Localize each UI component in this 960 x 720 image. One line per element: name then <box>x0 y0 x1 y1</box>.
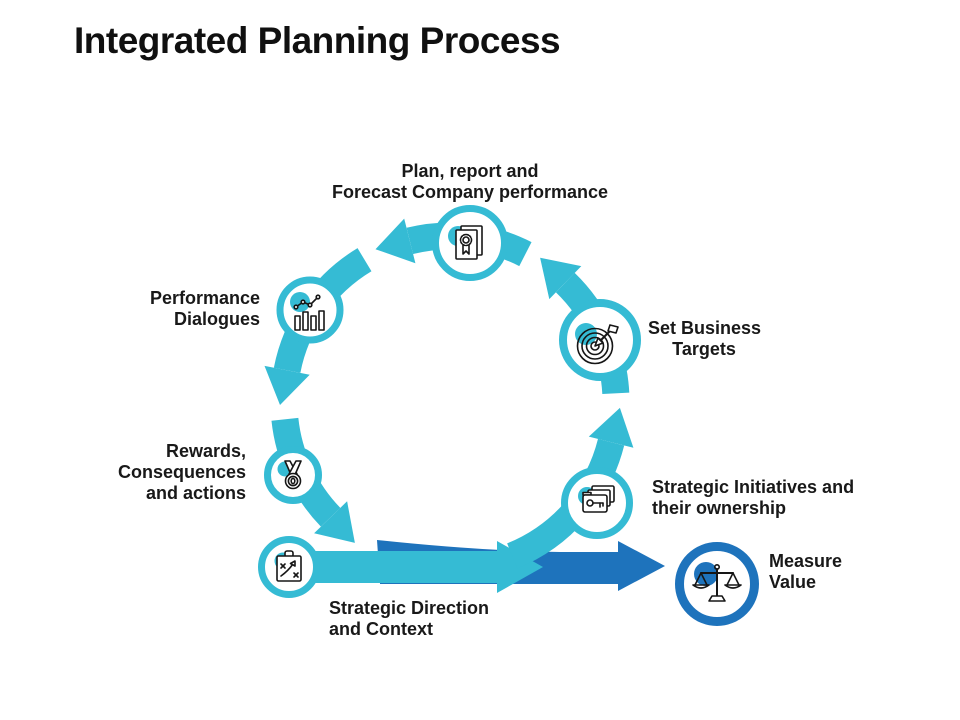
label-line: Value <box>769 572 817 592</box>
label-line: Set Business <box>648 318 762 338</box>
label-rewards-consequences: Rewards, Consequences and actions <box>66 441 246 504</box>
cycle-arrowhead <box>375 218 416 264</box>
label-line: their ownership <box>652 498 787 518</box>
folders-key-icon <box>582 485 615 513</box>
label-line: Measure <box>769 551 843 571</box>
label-line: Strategic Initiatives and <box>652 477 855 497</box>
label-plan-report-forecast: Plan, report and Forecast Company perfor… <box>310 161 630 203</box>
strategy-board-icon <box>276 550 302 582</box>
certificate-document-icon <box>455 225 483 260</box>
label-measure-value: Measure Value <box>769 551 842 593</box>
balance-scale-icon <box>692 563 742 602</box>
label-set-business-targets: Set Business Targets <box>648 318 762 360</box>
label-line: Performance <box>149 288 260 308</box>
cycle-arrowhead <box>540 257 582 300</box>
label-strategic-direction: Strategic Direction and Context <box>329 598 489 640</box>
node-circle-performance <box>276 276 344 344</box>
medal-icon <box>284 460 302 490</box>
label-performance-dialogues: Performance Dialogues <box>100 288 260 330</box>
label-line: Forecast Company performance <box>331 182 609 202</box>
label-strategic-initiatives: Strategic Initiatives and their ownershi… <box>652 477 854 519</box>
label-line: Consequences <box>117 462 246 482</box>
label-line: Targets <box>672 339 736 359</box>
label-line: Strategic Direction <box>329 598 490 618</box>
label-line: Dialogues <box>173 309 260 329</box>
cycle-arrowhead <box>588 407 634 448</box>
page-title: Integrated Planning Process <box>74 20 561 61</box>
cycle-arrowhead <box>314 501 355 543</box>
label-line: and Context <box>329 619 434 639</box>
label-line: and actions <box>145 483 246 503</box>
cycle-arrowhead <box>264 365 310 405</box>
label-line: Plan, report and <box>401 161 539 181</box>
target-dart-icon <box>576 324 619 365</box>
bar-chart-trend-icon <box>293 294 325 331</box>
label-line: Rewards, <box>165 441 246 461</box>
